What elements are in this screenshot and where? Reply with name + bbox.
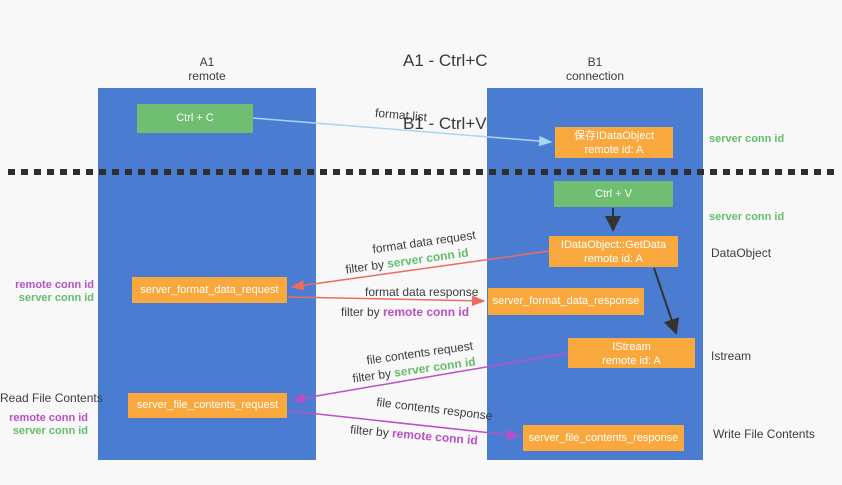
filter-by-text-2: filter by	[341, 305, 384, 319]
read-file-contents-label: Read File Contents	[0, 391, 103, 405]
write-file-contents-label: Write File Contents	[713, 427, 815, 441]
column-header-a1: A1 remote	[98, 55, 316, 83]
format-list-arrow	[252, 117, 553, 147]
file-contents-response-arrow	[289, 410, 521, 440]
b1-name: B1	[587, 55, 603, 69]
remote-conn-id-label-1: remote conn id	[15, 279, 94, 291]
server-conn-id-label-mid: server conn id	[709, 211, 785, 223]
istream-line1: IStream	[612, 341, 651, 353]
server-format-data-response-box: server_format_data_response	[488, 288, 644, 315]
dataobject-label: DataObject	[711, 246, 772, 260]
dotted-separator-line	[8, 169, 836, 175]
server-conn-id-label-1: server conn id	[18, 292, 94, 304]
left-conn-id-block-2: remote conn id server conn id	[0, 412, 88, 438]
save-dataobject-line2: remote id: A	[584, 144, 644, 156]
b1-subtitle: connection	[565, 69, 625, 83]
save-dataobject-box: 保存IDataObject remote id: A	[555, 127, 673, 158]
format-data-response-arrow	[287, 295, 486, 307]
istream-box: IStream remote id: A	[568, 338, 695, 368]
remote-conn-id-text-2: remote conn id	[383, 305, 470, 319]
ctrl-v-box: Ctrl + V	[554, 181, 673, 207]
getdata-to-istream-arrow	[653, 267, 680, 335]
getdata-line2: remote id: A	[584, 253, 643, 265]
format-data-request-arrow	[290, 250, 550, 291]
remote-conn-id-label-2: remote conn id	[9, 412, 88, 424]
getdata-box: IDataObject::GetData remote id: A	[549, 236, 678, 267]
file-contents-request-arrow	[291, 352, 569, 404]
server-file-contents-response-box: server_file_contents_response	[523, 425, 684, 451]
format-data-response-label: format data response	[365, 285, 479, 299]
column-header-b1: B1 connection	[487, 55, 703, 83]
save-dataobject-line1: 保存IDataObject	[573, 130, 655, 142]
getdata-line1: IDataObject::GetData	[560, 239, 667, 251]
istream-line2: remote id: A	[602, 355, 661, 367]
istream-label: Istream	[711, 349, 752, 363]
server-file-contents-request-box: server_file_contents_request	[128, 393, 287, 418]
a1-name: A1	[199, 55, 215, 69]
server-conn-id-label-top: server conn id	[709, 133, 785, 145]
server-conn-id-label-2: server conn id	[12, 425, 88, 437]
a1-subtitle: remote	[188, 69, 226, 83]
title-line-1: A1 - Ctrl+C	[403, 51, 488, 70]
title-line-2: B1 - Ctrl+V	[403, 114, 487, 133]
ctrl-c-box: Ctrl + C	[137, 104, 253, 133]
left-conn-id-block-1: remote conn id server conn id	[0, 279, 94, 305]
server-format-data-request-box: server_format_data_request	[132, 277, 287, 303]
diagram-title: A1 - Ctrl+C B1 - Ctrl+V	[403, 8, 488, 176]
filter-by-remote-conn-id-label-2: filter by remote conn id	[341, 305, 469, 319]
